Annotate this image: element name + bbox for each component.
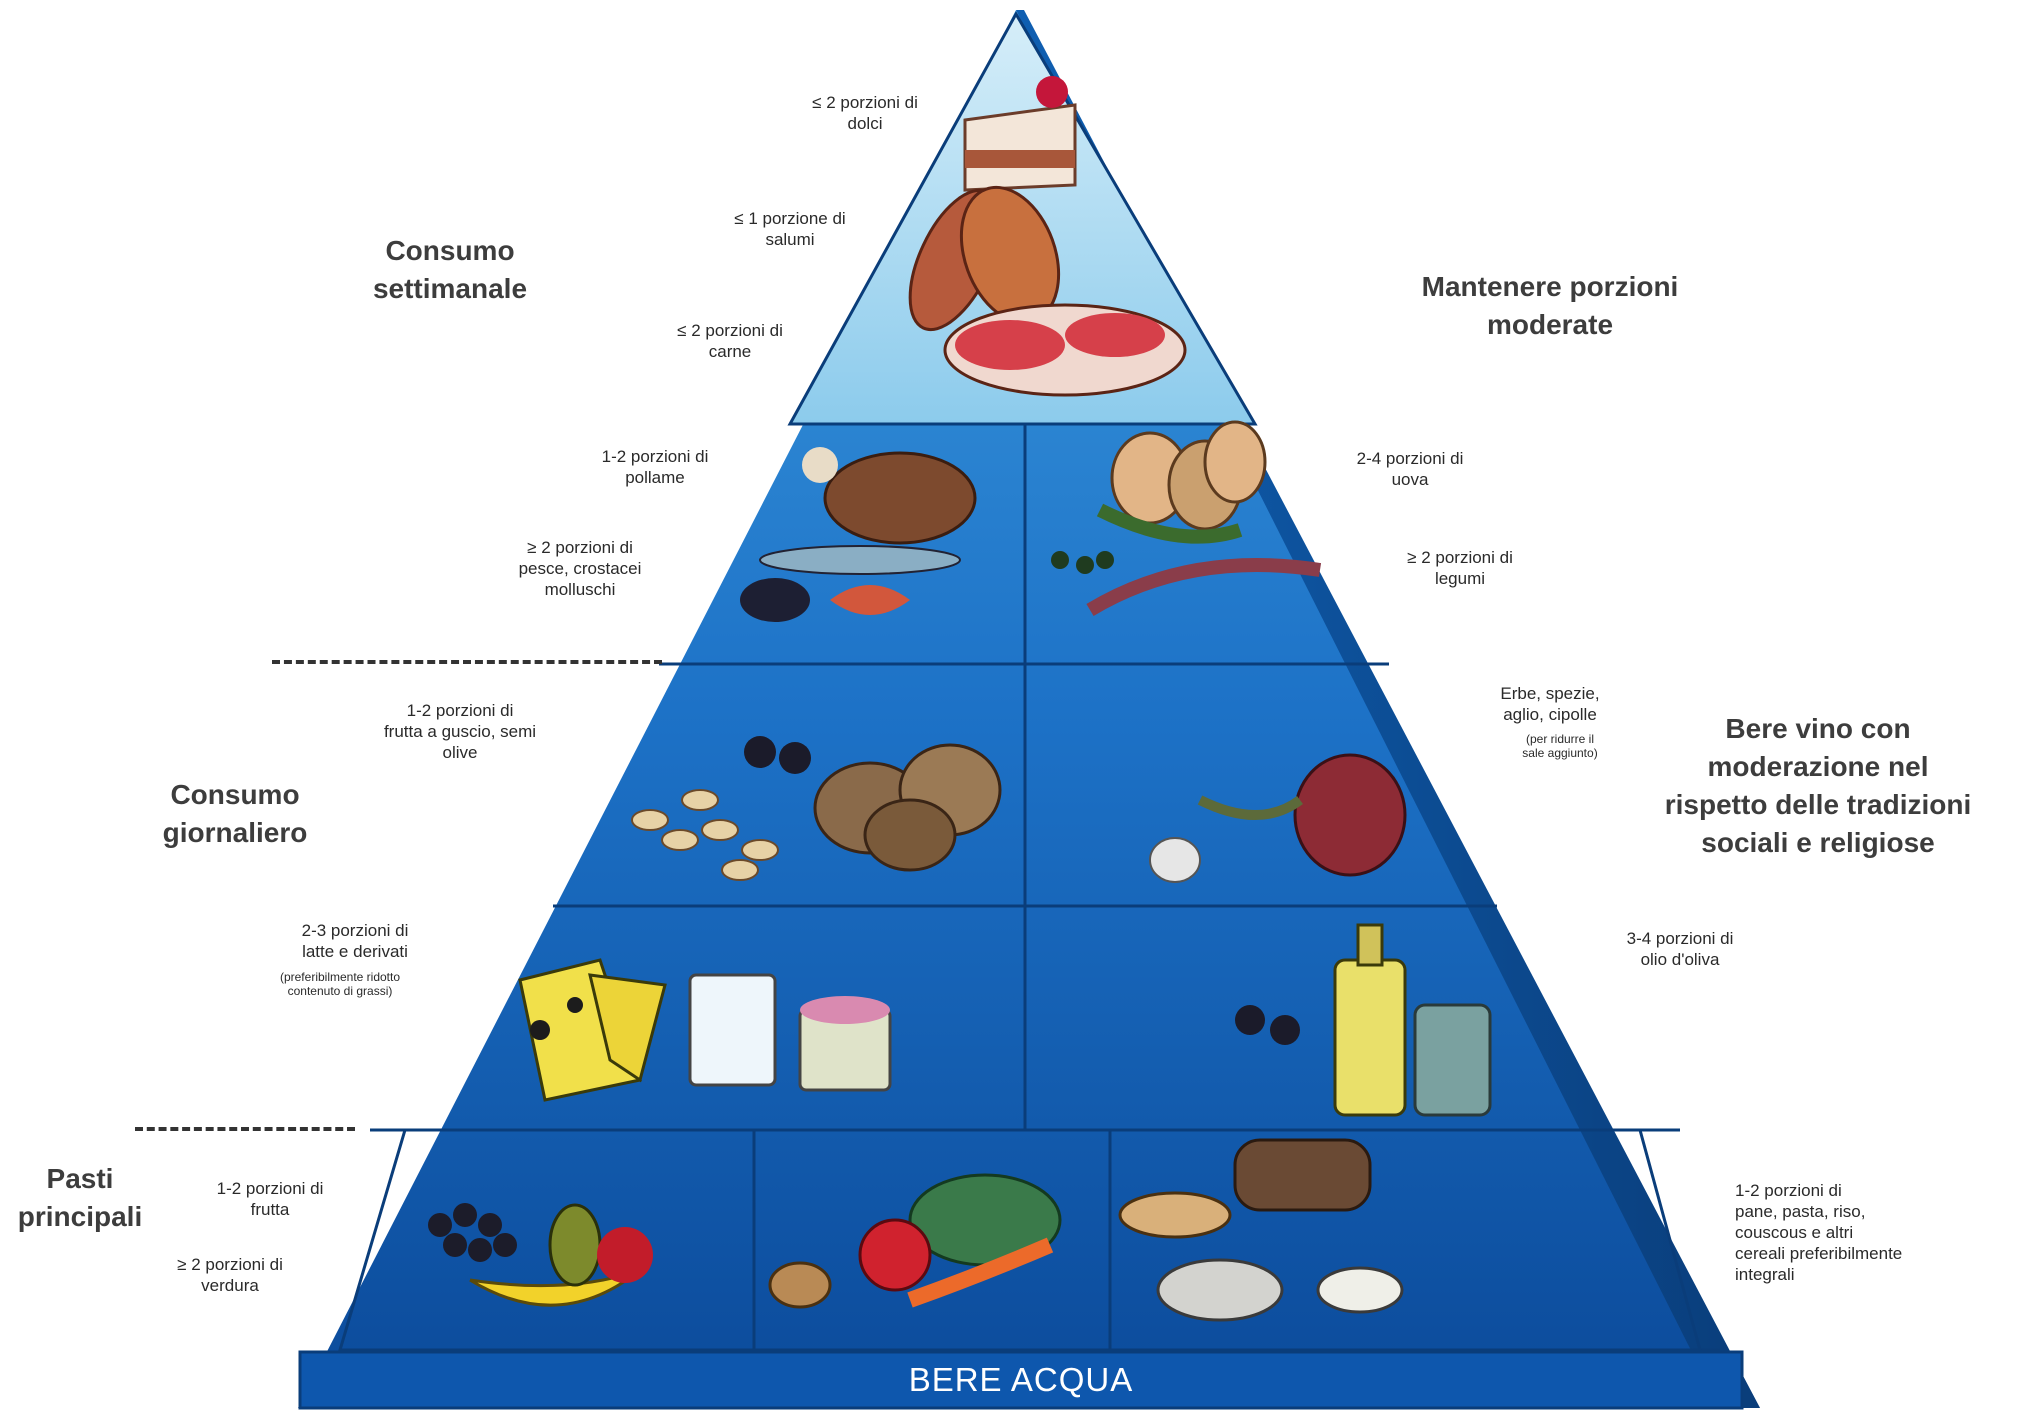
- label-cereals: 1-2 porzioni di pane, pasta, riso, cousc…: [1735, 1180, 1965, 1285]
- label-fish: ≥ 2 porzioni di pesce, crostacei mollusc…: [470, 537, 690, 600]
- label-sweets: ≤ 2 porzioni di dolci: [755, 92, 975, 134]
- separator-weekly-daily: [272, 660, 662, 664]
- header-weekly: Consumo settimanale: [335, 232, 565, 308]
- water-banner: BERE ACQUA: [300, 1354, 1742, 1406]
- label-nuts: 1-2 porzioni di frutta a guscio, semi ol…: [340, 700, 580, 763]
- label-meat: ≤ 2 porzioni di carne: [620, 320, 840, 362]
- header-moderate: Mantenere porzioni moderate: [1380, 268, 1720, 344]
- label-eggs: 2-4 porzioni di uova: [1300, 448, 1520, 490]
- label-cured-meat: ≤ 1 porzione di salumi: [680, 208, 900, 250]
- milk-glass-icon: [690, 975, 775, 1085]
- label-oil: 3-4 porzioni di olio d'oliva: [1595, 928, 1765, 970]
- meat-icon: [945, 305, 1185, 395]
- label-legumes: ≥ 2 porzioni di legumi: [1360, 547, 1560, 589]
- label-herbs-note: (per ridurre il sale aggiunto): [1490, 732, 1630, 760]
- header-meals: Pasti principali: [0, 1160, 160, 1236]
- header-wine: Bere vino con moderazione nel rispetto d…: [1618, 710, 2018, 862]
- label-dairy-note: (preferibilmente ridotto contenuto di gr…: [250, 970, 430, 998]
- label-poultry: 1-2 porzioni di pollame: [545, 446, 765, 488]
- yogurt-icon: [800, 996, 890, 1090]
- header-daily: Consumo giornaliero: [120, 776, 350, 852]
- label-dairy: 2-3 porzioni di latte e derivati: [255, 920, 455, 962]
- separator-daily-meals: [135, 1127, 355, 1131]
- label-vegetables: ≥ 2 porzioni di verdura: [130, 1254, 330, 1296]
- label-fruit: 1-2 porzioni di frutta: [170, 1178, 370, 1220]
- label-herbs: Erbe, spezie, aglio, cipolle: [1465, 683, 1635, 725]
